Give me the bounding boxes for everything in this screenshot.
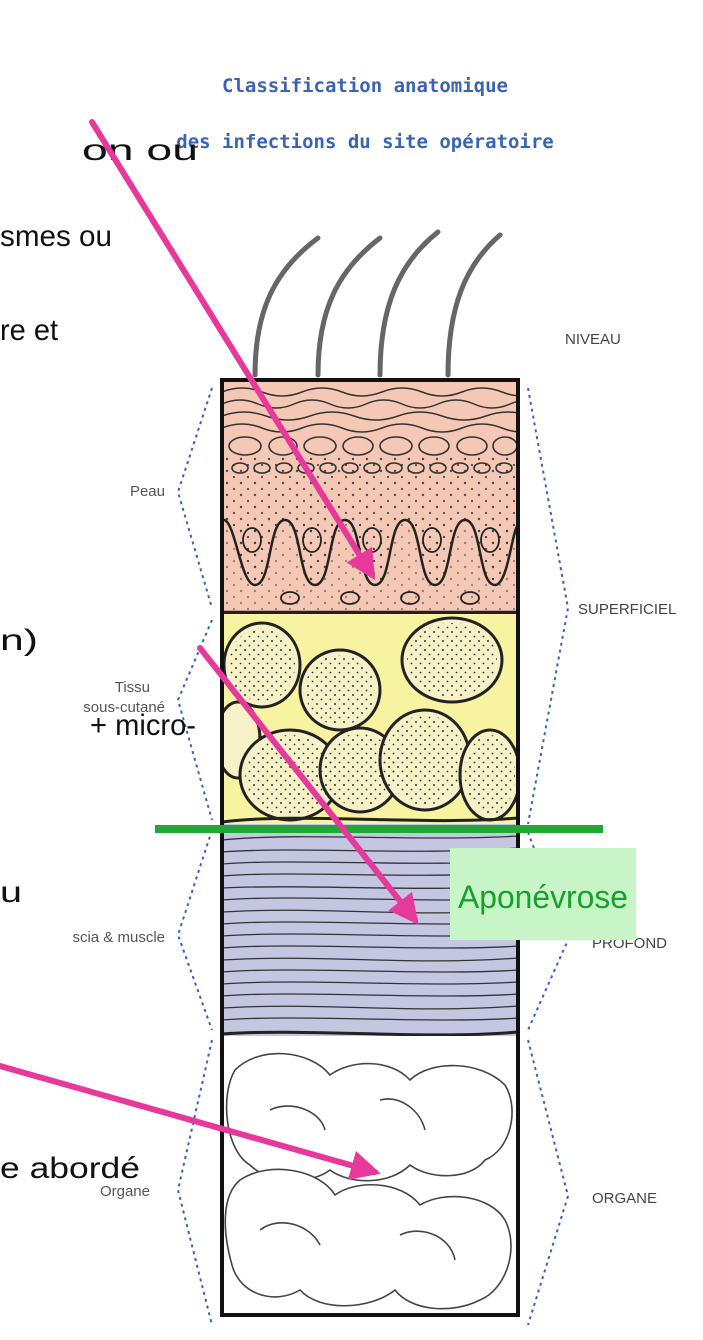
level-label-superficiel: SUPERFICIEL: [578, 601, 676, 618]
left-text-fragment-7: e abordé: [0, 1152, 140, 1185]
level-label-niveau: NIVEAU: [565, 331, 621, 348]
left-text-fragment-6: u: [0, 876, 22, 909]
left-text-fragment-3: re et: [0, 314, 59, 347]
left-text-fragment-4: n): [0, 624, 38, 657]
left-braces: [178, 388, 212, 1325]
level-label-organe: ORGANE: [592, 1190, 657, 1207]
title-line-2: des infections du site opératoire: [176, 131, 554, 153]
left-text-fragment-5: + micro-: [90, 709, 196, 742]
title-line-1: Classification anatomique: [222, 75, 508, 97]
left-text-fragment-2: smes ou: [0, 220, 112, 253]
layer-label-tissu: Tissu: [115, 679, 150, 696]
layer-label-organe: Organe: [100, 1183, 150, 1200]
layer-label-peau: Peau: [130, 483, 165, 500]
layer-label-fascia: scia & muscle: [72, 929, 165, 946]
hair-strands: [255, 232, 500, 375]
aponevrose-label: Aponévrose: [458, 879, 628, 915]
